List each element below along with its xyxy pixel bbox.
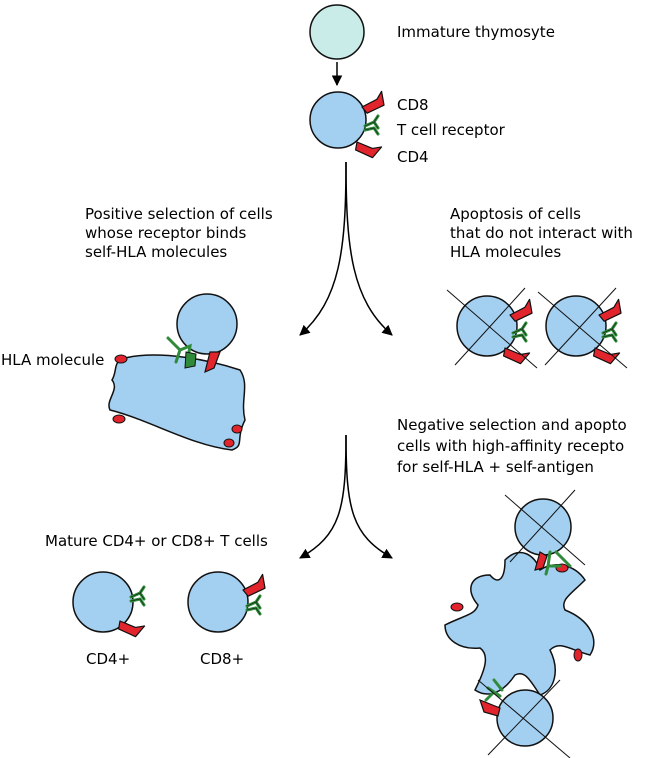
double-positive-cell bbox=[309, 90, 386, 163]
mature-cd4-label: CD4+ bbox=[86, 650, 130, 668]
negatively-selected-cell-top bbox=[504, 489, 586, 576]
hla-presenting-cell bbox=[108, 354, 246, 451]
immature-thymocyte-label: Immature thymosyte bbox=[397, 23, 555, 41]
hla-molecule-label: HLA molecule bbox=[1, 351, 104, 369]
mature-cd8-cell bbox=[187, 571, 267, 633]
apoptotic-cell-2 bbox=[537, 287, 628, 369]
split-arrows-bottom bbox=[299, 434, 393, 559]
cd4-label: CD4 bbox=[397, 148, 429, 166]
mature-cells-label: Mature CD4+ or CD8+ T cells bbox=[45, 532, 268, 550]
positive-selection-text: Positive selection of cells whose recept… bbox=[85, 205, 277, 261]
antigen-presenting-dendritic-cell bbox=[444, 551, 595, 696]
cd8-label: CD8 bbox=[397, 96, 429, 114]
mature-cd8-label: CD8+ bbox=[200, 650, 244, 668]
mature-cd4-cell bbox=[72, 571, 146, 642]
positively-selected-t-cell bbox=[166, 293, 238, 374]
split-arrows-top bbox=[299, 161, 393, 336]
negatively-selected-cell-bottom bbox=[477, 678, 571, 758]
negative-selection-text: Negative selection and apopto cells with… bbox=[397, 416, 632, 476]
apoptosis-text: Apoptosis of cells that do not interact … bbox=[450, 205, 638, 261]
tcr-label: T cell receptor bbox=[396, 121, 506, 139]
immature-thymocyte-cell bbox=[309, 4, 365, 60]
apoptotic-cell-1 bbox=[446, 287, 538, 369]
